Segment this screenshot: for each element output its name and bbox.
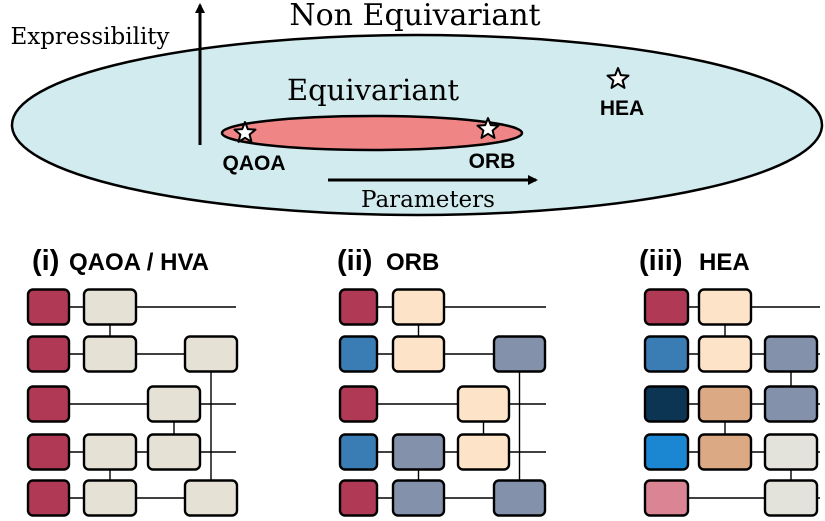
orb-point-label: ORB <box>469 150 516 173</box>
gate-block <box>391 335 446 373</box>
gate-block <box>697 433 753 471</box>
single-qubit-gate <box>26 479 71 517</box>
panel-orb-numeral: (ii) <box>337 245 372 277</box>
gate-block <box>763 433 819 471</box>
single-qubit-gate <box>643 288 690 326</box>
circuit-hea <box>643 288 820 517</box>
qaoa-point-label: QAOA <box>223 152 286 175</box>
single-qubit-gate <box>338 288 379 326</box>
gate-block <box>391 288 446 326</box>
parameters-label: Parameters <box>361 187 495 213</box>
orb-star-icon <box>476 117 500 139</box>
panel-hea-numeral: (iii) <box>639 245 683 277</box>
gate-block <box>183 479 239 517</box>
expressibility-label: Expressibility <box>10 24 169 50</box>
gate-block <box>763 479 819 517</box>
gate-block <box>456 385 511 423</box>
panel-qaoa-title: QAOA / HVA <box>69 249 209 276</box>
gate-block <box>697 335 753 373</box>
single-qubit-gate <box>338 433 379 471</box>
single-qubit-gate <box>643 479 690 517</box>
gate-block <box>763 335 819 373</box>
non-equivariant-label: Non Equivariant <box>289 0 540 33</box>
gate-block <box>183 335 239 373</box>
single-qubit-gate <box>26 433 71 471</box>
single-qubit-gate <box>643 433 690 471</box>
panel-hea-title: HEA <box>699 249 750 276</box>
gate-block <box>146 385 202 423</box>
hea-point-label: HEA <box>600 97 644 120</box>
single-qubit-gate <box>338 479 379 517</box>
gate-block <box>82 479 138 517</box>
equivariant-region <box>220 114 524 152</box>
single-qubit-gate <box>26 335 71 373</box>
single-qubit-gate <box>338 335 379 373</box>
star-shape <box>476 117 500 139</box>
single-qubit-gate <box>26 385 71 423</box>
gate-block <box>82 335 138 373</box>
single-qubit-gate <box>338 385 379 423</box>
gate-block <box>146 433 202 471</box>
gate-block <box>492 335 547 373</box>
circuit-orb <box>338 288 547 517</box>
gate-block <box>763 385 819 423</box>
gate-block <box>492 479 547 517</box>
gate-block <box>697 288 753 326</box>
gate-block <box>391 433 446 471</box>
qaoa-star-icon <box>233 121 257 143</box>
panel-orb-title: ORB <box>386 249 439 276</box>
single-qubit-gate <box>26 288 71 326</box>
single-qubit-gate <box>643 385 690 423</box>
gate-block <box>697 385 753 423</box>
gate-block <box>391 479 446 517</box>
panel-qaoa-numeral: (i) <box>32 245 59 277</box>
gate-block <box>456 433 511 471</box>
gate-block <box>82 433 138 471</box>
star-shape <box>233 121 257 143</box>
star-shape <box>606 67 630 89</box>
equivariant-label: Equivariant <box>287 73 459 107</box>
gate-block <box>82 288 138 326</box>
circuit-qaoa-hva <box>26 288 239 517</box>
hea-star-icon <box>606 67 630 89</box>
single-qubit-gate <box>643 335 690 373</box>
